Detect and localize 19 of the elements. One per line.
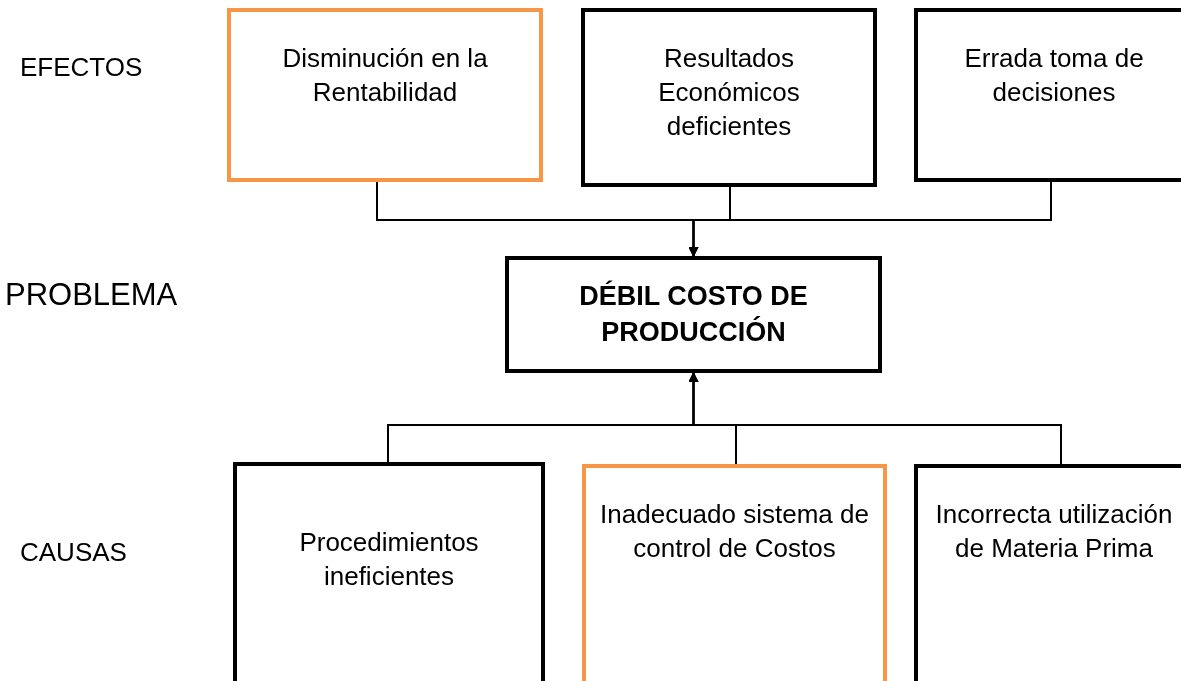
row-label: PROBLEMA bbox=[5, 277, 178, 313]
box-text: Inadecuado sistema de control de Costos bbox=[599, 498, 870, 565]
process-box bbox=[914, 464, 1181, 681]
process-box bbox=[914, 8, 1181, 182]
box-text: Disminución en la Rentabilidad bbox=[281, 42, 489, 109]
row-label: EFECTOS bbox=[20, 52, 143, 83]
problem-box bbox=[505, 256, 882, 373]
box-text: Resultados Económicos deficientes bbox=[657, 42, 801, 143]
box-text: Incorrecta utilización de Materia Prima bbox=[934, 498, 1174, 565]
process-box bbox=[582, 464, 887, 681]
box-text: DÉBIL COSTO DE PRODUCCIÓN bbox=[578, 279, 809, 349]
connector-arrow bbox=[688, 181, 1052, 257]
connector-arrow bbox=[688, 372, 1062, 465]
process-box bbox=[227, 8, 543, 182]
box-text: Procedimientos ineficientes bbox=[298, 526, 480, 593]
process-box bbox=[581, 8, 877, 187]
row-label: CAUSAS bbox=[20, 537, 127, 568]
box-text: Errada toma de decisiones bbox=[963, 42, 1145, 109]
process-box bbox=[233, 462, 545, 681]
